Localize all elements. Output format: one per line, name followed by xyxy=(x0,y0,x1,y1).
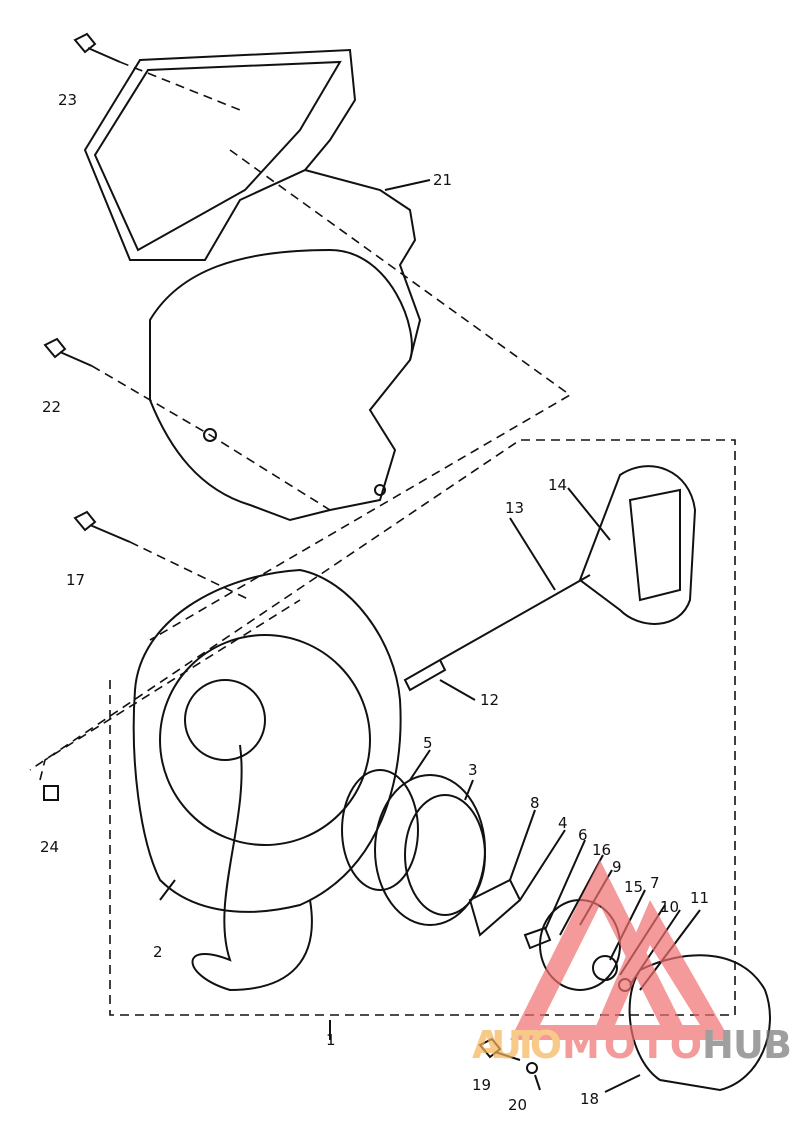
fan-shroud xyxy=(83,48,422,522)
callout-22: 22 xyxy=(42,398,61,416)
watermark-hub: HUB xyxy=(702,1023,792,1067)
callout-6: 6 xyxy=(578,826,588,844)
callout-18: 18 xyxy=(580,1090,599,1108)
guide-12 xyxy=(403,658,447,692)
callout-23: 23 xyxy=(58,91,77,109)
bolt-23 xyxy=(73,32,121,63)
callout-15: 15 xyxy=(624,878,643,896)
callout-21: 21 xyxy=(433,171,452,189)
watermark-auto: AUTO xyxy=(472,1023,562,1067)
bolt-17 xyxy=(73,510,131,543)
callout-5: 5 xyxy=(423,734,433,752)
bolt-19 xyxy=(478,1037,521,1061)
handle-14 xyxy=(578,465,697,625)
callout-19: 19 xyxy=(472,1076,491,1094)
spring-6 xyxy=(523,926,552,950)
callout-8: 8 xyxy=(530,794,540,812)
callout-1: 1 xyxy=(326,1031,336,1049)
callout-11: 11 xyxy=(690,889,709,907)
callout-14: 14 xyxy=(548,476,567,494)
washer-20 xyxy=(526,1062,538,1074)
rope-13 xyxy=(439,574,591,661)
callout-3: 3 xyxy=(468,761,478,779)
watermark-logo: AUTO MOTO HUB xyxy=(472,860,792,1067)
callout-13: 13 xyxy=(505,499,524,517)
watermark-moto: MOTO xyxy=(562,1023,702,1067)
callout-12: 12 xyxy=(480,691,499,709)
spring-5 xyxy=(341,769,419,891)
callout-7: 7 xyxy=(650,874,660,892)
callout-16: 16 xyxy=(592,841,611,859)
callout-10: 10 xyxy=(660,898,679,916)
callout-4: 4 xyxy=(558,814,568,832)
nut-24 xyxy=(43,785,59,801)
starter-housing xyxy=(132,568,402,992)
callout-17: 17 xyxy=(66,571,85,589)
callout-9: 9 xyxy=(612,858,622,876)
callout-20: 20 xyxy=(508,1096,527,1114)
callout-2: 2 xyxy=(153,943,163,961)
bolt-22 xyxy=(43,337,93,367)
callout-24: 24 xyxy=(40,838,59,856)
